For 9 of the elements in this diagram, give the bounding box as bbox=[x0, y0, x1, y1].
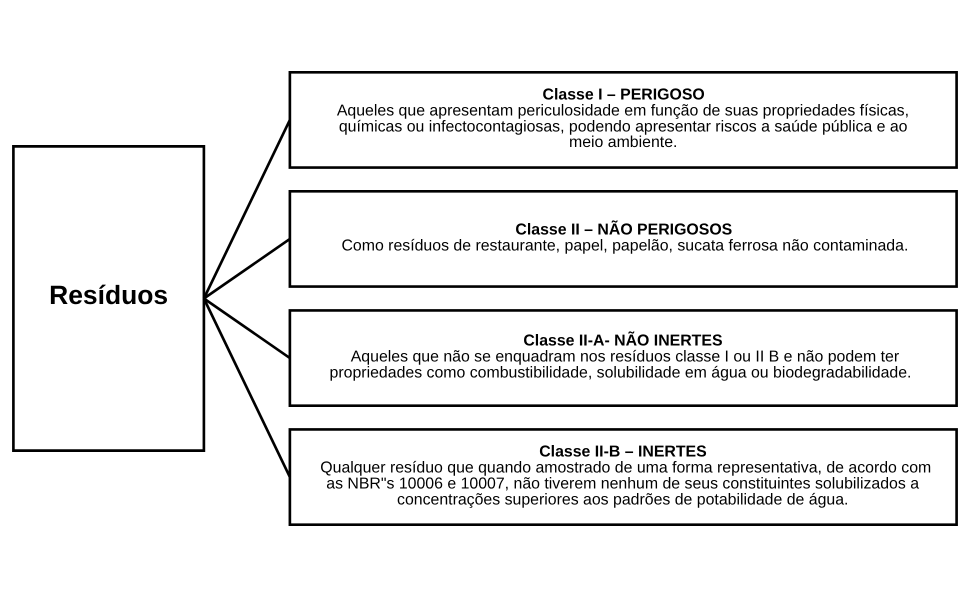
node-box: Resíduos bbox=[12, 144, 206, 452]
node-box: Classe II-B – INERTES Qualquer resíduo que quando amostrado de uma forma representativa, de acordo com as NBR"s 10006 e 10007, não tiverem nenhum de seus constituintes solubilizados a concentrações superiores aos padrões de potabilidade de água. bbox=[288, 428, 958, 526]
connector bbox=[203, 296, 291, 359]
node-box: Classe I – PERIGOSO Aqueles que apresentam periculosidade em função de suas propriedades físicas, químicas ou infectocontagiosas, podendo apresentar riscos a saúde pública e ao meio ambiente. bbox=[288, 70, 958, 168]
node-box: Classe II-A- NÃO INERTES Aqueles que não se enquadram nos resíduos classe I ou II B e não podem ter propriedades como combustibilidade, solubilidade em água ou biodegradabilidade. bbox=[288, 308, 958, 406]
node-box: Classe II – NÃO PERIGOSOS Como resíduos de restaurante, papel, papelão, sucata ferrosa não contaminada. bbox=[288, 190, 958, 288]
connector bbox=[202, 118, 292, 299]
connector bbox=[203, 237, 291, 300]
connector bbox=[202, 297, 292, 478]
